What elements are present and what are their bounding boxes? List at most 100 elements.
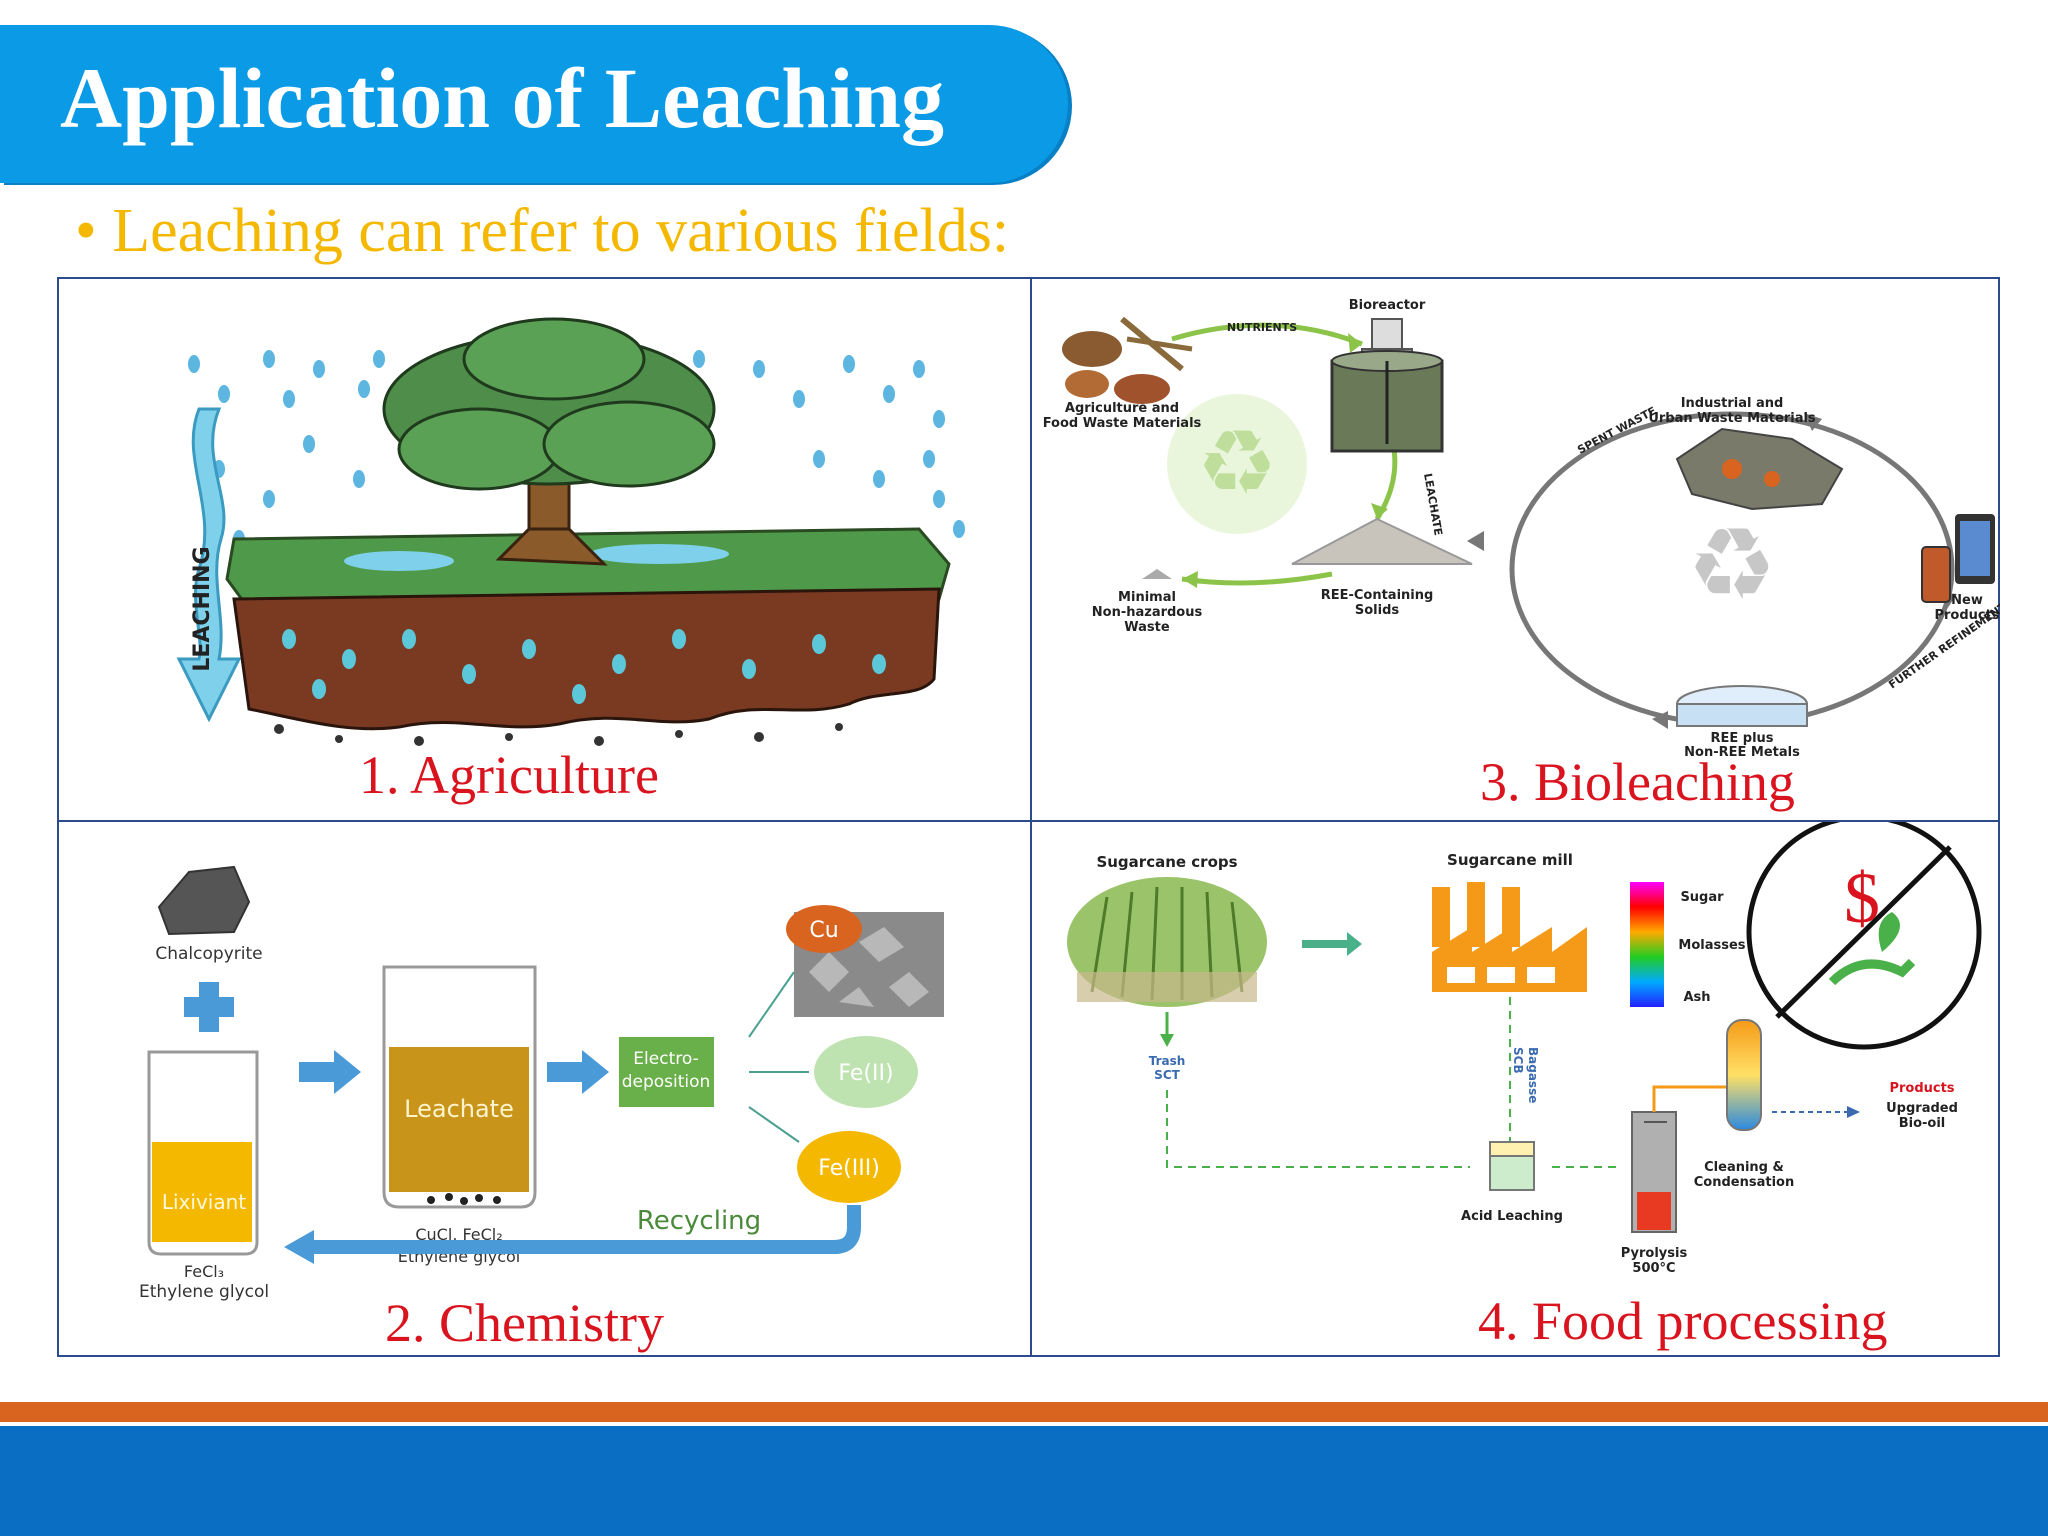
nutrients-label: NUTRIENTS	[1227, 321, 1297, 334]
ree-solids-label-2: Solids	[1355, 603, 1400, 618]
sugarcane-mill-label: Sugarcane mill	[1447, 851, 1573, 869]
acid-leaching-label: Acid Leaching	[1461, 1209, 1563, 1224]
leaching-arrow	[176, 407, 242, 723]
bioleaching-diagram: NUTRIENTS LEACHATE ♻ Agriculture and Foo…	[1043, 298, 2009, 760]
arrowhead	[1348, 333, 1362, 353]
bagasse-label-1: Bagasse	[1526, 1047, 1540, 1103]
fe2-badge	[814, 1036, 918, 1108]
fe3-label: Fe(III)	[818, 1156, 880, 1181]
new-products-icon	[1921, 514, 1995, 603]
trash-label-1: Trash	[1149, 1054, 1186, 1068]
pebbles	[274, 723, 843, 746]
caption-food-processing: 4. Food processing	[1478, 1291, 1888, 1351]
dollar-sign: $	[1844, 858, 1880, 938]
electro-label-1: Electro-	[633, 1049, 698, 1069]
figure-grid: LEACHING	[57, 277, 2009, 1357]
bioreactor-icon	[1330, 318, 1444, 453]
cleaning-label-1: Cleaning &	[1704, 1160, 1784, 1175]
food-processing-diagram: Sugarcane crops Sugarcane mill	[1067, 814, 1982, 1276]
leaching-arrow-label: LEACHING	[190, 546, 215, 671]
electro-label-2: deposition	[622, 1072, 711, 1092]
title-bar	[0, 25, 1068, 183]
new-products-label-1: New	[1951, 593, 1983, 608]
bioreactor-label: Bioreactor	[1349, 298, 1426, 313]
chalcopyrite-rock	[157, 865, 251, 936]
upgraded-label-2: Bio-oil	[1899, 1116, 1946, 1131]
arrowhead	[1182, 571, 1198, 588]
svg-text:♻: ♻	[1687, 506, 1777, 623]
chalcopyrite-label: Chalcopyrite	[155, 944, 262, 964]
lixiviant-beaker	[147, 1050, 259, 1256]
arrowhead	[284, 1230, 314, 1264]
panel-bioleaching: NUTRIENTS LEACHATE ♻ Agriculture and Foo…	[1032, 279, 2009, 820]
ree-solids-pile	[1291, 517, 1473, 565]
agri-food-label-2: Food Waste Materials	[1043, 416, 1202, 431]
pyrolysis-reactor	[1631, 1111, 1677, 1233]
arrowhead	[1160, 1034, 1174, 1047]
acid-leaching-beaker	[1489, 1141, 1535, 1191]
lixiviant-label: Lixiviant	[162, 1190, 246, 1214]
branch-line	[748, 1106, 800, 1143]
products-label: Products	[1889, 1081, 1954, 1096]
fecl3-label-1: FeCl₃	[184, 1262, 224, 1281]
molasses-label: Molasses	[1678, 938, 1745, 953]
cucl-label-1: CuCl, FeCl₂	[415, 1225, 502, 1244]
arrowhead	[1467, 531, 1484, 551]
caption-chemistry: 2. Chemistry	[385, 1293, 664, 1353]
trash-label-2: SCT	[1154, 1068, 1180, 1082]
panel-food-processing: Sugarcane crops Sugarcane mill	[1032, 814, 2000, 1357]
arrow-to-mill	[1302, 932, 1362, 956]
panel-agriculture: LEACHING	[59, 279, 1030, 820]
minimal-waste-label-2: Non-hazardous	[1092, 605, 1203, 620]
minimal-waste-pile	[1142, 569, 1172, 579]
grid-divider-vertical	[1030, 279, 1032, 1355]
agri-food-label-1: Agriculture and	[1065, 401, 1179, 416]
arrow-to-electro	[547, 1050, 609, 1094]
trash-dashed-flow	[1166, 1090, 1470, 1168]
recycle-icon: ♻	[1167, 394, 1307, 534]
industrial-label-1: Industrial and	[1681, 396, 1784, 411]
soil-body	[232, 587, 941, 731]
branch-line	[748, 971, 795, 1038]
caption-agriculture: 1. Agriculture	[359, 745, 659, 805]
sugarcane-crops-label: Sugarcane crops	[1096, 853, 1237, 871]
caption-bioleaching: 3. Bioleaching	[1480, 752, 1795, 812]
agriculture-illustration: LEACHING	[176, 317, 965, 746]
tree	[382, 317, 716, 566]
minimal-waste-label-1: Minimal	[1118, 590, 1176, 605]
arrowhead	[1371, 503, 1388, 519]
sugarcane-crops-image	[1067, 877, 1267, 1007]
biomass-illustration	[1062, 316, 1193, 404]
arrowhead	[1804, 413, 1822, 431]
ree-solids-label-1: REE-Containing	[1321, 588, 1434, 603]
cu-label: Cu	[809, 918, 838, 943]
puddle	[344, 551, 454, 571]
leachate-beaker	[382, 965, 537, 1209]
industrial-waste-icon	[1675, 427, 1844, 511]
spent-waste-label: SPENT WASTE	[1575, 404, 1658, 456]
puddle	[589, 544, 729, 564]
condenser-column	[1726, 1019, 1762, 1131]
leachate-label: LEACHATE	[1421, 472, 1445, 536]
cu-crystals	[809, 927, 929, 1007]
soil-water-drops	[282, 629, 886, 704]
recycling-label: Recycling	[637, 1206, 761, 1236]
footer-blue-bar	[0, 1426, 2048, 1536]
recycling-arrow	[299, 1205, 861, 1254]
fecl3-label-2: Ethylene glycol	[139, 1282, 270, 1302]
recycle-icon: ♻	[1687, 506, 1777, 623]
arrowhead	[1652, 711, 1668, 729]
pyrolysis-label-1: Pyrolysis	[1621, 1246, 1688, 1261]
mill-windows	[1447, 967, 1555, 983]
upgraded-label-1: Upgraded	[1886, 1101, 1958, 1116]
pyrolysis-label-2: 500°C	[1632, 1261, 1675, 1276]
industrial-label-2: Urban Waste Materials	[1648, 411, 1816, 426]
sugar-label: Sugar	[1680, 890, 1724, 905]
chemistry-diagram: Chalcopyrite Lixiviant FeCl₃ Leachate	[147, 865, 944, 1281]
grid-divider-horizontal	[59, 820, 1998, 822]
nutrients-arrow	[1171, 322, 1363, 347]
residue-arrow	[1181, 571, 1333, 586]
bullet-text: • Leaching can refer to various fields:	[75, 197, 1010, 265]
sugar-gradient-bar	[1630, 882, 1664, 1007]
leachate-label: Leachate	[404, 1095, 514, 1123]
